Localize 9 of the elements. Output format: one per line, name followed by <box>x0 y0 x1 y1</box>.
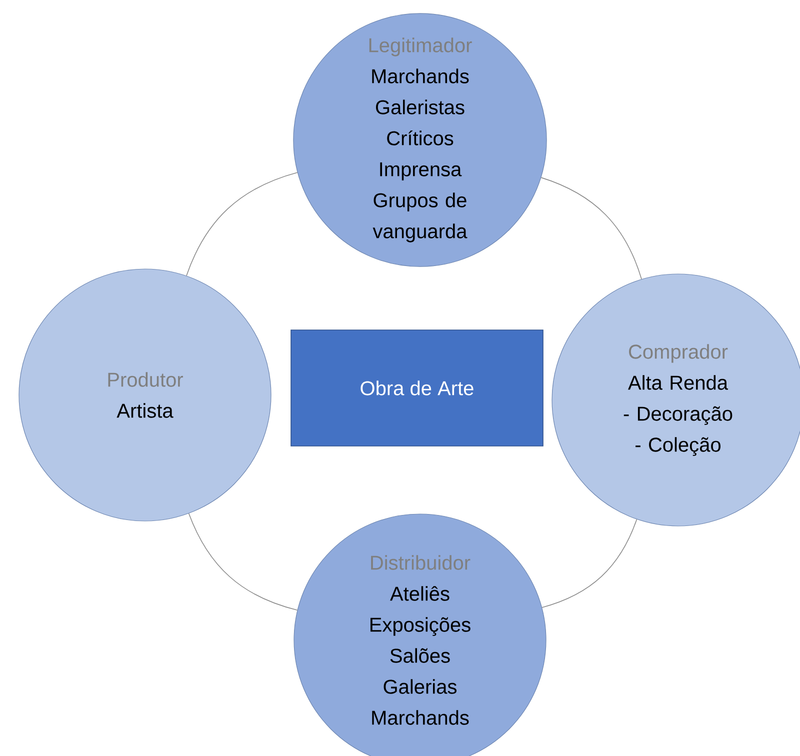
center-box: Obra de Arte <box>290 330 544 446</box>
connector-arc <box>542 518 638 608</box>
circle-node: Distribuidor Ateliês Exposições Salões Galerias Marchands <box>294 514 546 756</box>
connector-arc <box>540 177 642 280</box>
connector-arc <box>186 172 298 276</box>
circle-node: Produtor Artista <box>18 268 272 522</box>
circle-node: Comprador Alta Renda - Decoração - Coleção <box>552 274 800 526</box>
circle-node: Legitimador Marchands Galeristas Críticos Imprensa Grupos de vanguarda <box>293 13 547 267</box>
connector-arc <box>188 513 298 610</box>
